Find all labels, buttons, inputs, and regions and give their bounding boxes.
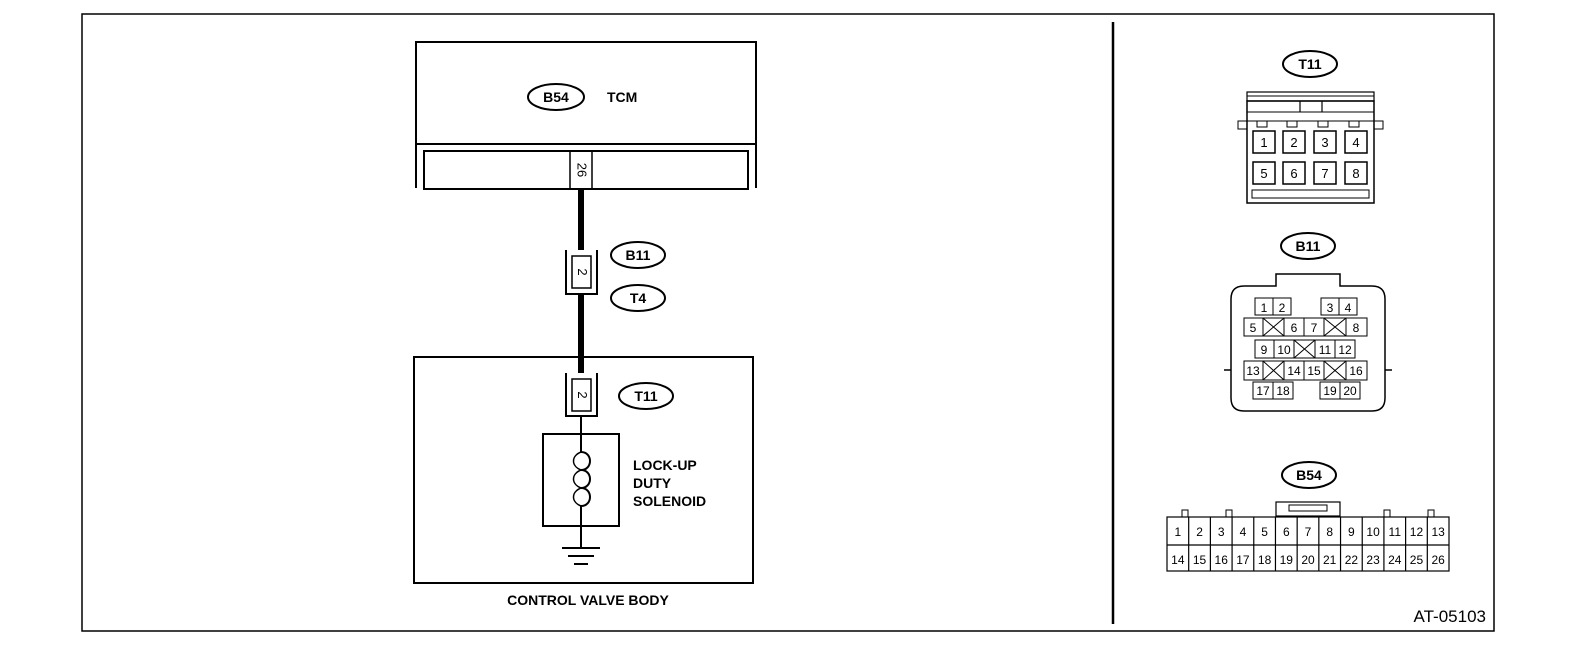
b11-pin-6: 6 (1291, 321, 1298, 335)
b54-pin-24: 24 (1388, 553, 1402, 567)
b54-pin-12: 12 (1410, 525, 1424, 539)
b54-pin-26: 26 (1431, 553, 1445, 567)
b11-pin-8: 8 (1353, 321, 1360, 335)
harness-pin-number: 2 (575, 268, 590, 275)
t11-pin-2: 2 (1290, 135, 1297, 150)
b54-pin-15: 15 (1193, 553, 1207, 567)
tcm-pin-number: 26 (575, 163, 590, 177)
figure-id: AT-05103 (1414, 607, 1486, 626)
b54-pin-19: 19 (1280, 553, 1294, 567)
b54-pin-23: 23 (1366, 553, 1380, 567)
coil-icon (580, 434, 591, 526)
b54-pin-18: 18 (1258, 553, 1272, 567)
b11-pin-3: 3 (1327, 301, 1334, 315)
b54-pin-13: 13 (1431, 525, 1445, 539)
b11-tag (610, 241, 666, 269)
b54-face-code: B54 (1296, 467, 1322, 483)
t11-code: T11 (634, 388, 658, 404)
control-valve-body: 2 T11 LOCK-UP DUTY SOLENOID (413, 356, 754, 584)
b11-pin-9: 9 (1261, 343, 1268, 357)
b54-pin-22: 22 (1345, 553, 1359, 567)
valve-body-label: CONTROL VALVE BODY (507, 592, 669, 608)
b11-pin-15: 15 (1307, 364, 1321, 378)
b54-pin-5: 5 (1261, 525, 1268, 539)
t4-code: T4 (630, 290, 647, 306)
b11-pin-20: 20 (1343, 384, 1357, 398)
t11-pin-1: 1 (1260, 135, 1267, 150)
b11-face-code: B11 (1296, 238, 1321, 254)
solenoid-label-line1: LOCK-UP (633, 457, 697, 473)
b11-pin-4: 4 (1345, 301, 1352, 315)
b54-pin-14: 14 (1171, 553, 1185, 567)
b54-pin-9: 9 (1348, 525, 1355, 539)
b11-pin-13: 13 (1246, 364, 1260, 378)
b54-pin-11: 11 (1389, 525, 1402, 539)
b11-pin-17: 17 (1256, 384, 1270, 398)
b54-pin-20: 20 (1301, 553, 1315, 567)
t11-pin-6: 6 (1290, 166, 1297, 181)
t11-pin-8: 8 (1352, 166, 1359, 181)
b11-pin-7: 7 (1311, 321, 1318, 335)
b54-pin-10: 10 (1366, 525, 1380, 539)
b11-face-tag (1280, 232, 1336, 260)
b54-pin-4: 4 (1240, 525, 1247, 539)
b11-pin-12: 12 (1338, 343, 1352, 357)
t11-tag (618, 382, 674, 410)
solenoid-label-line3: SOLENOID (633, 493, 706, 509)
valve-pin-number: 2 (575, 391, 590, 398)
tcm-connector-tag (527, 83, 585, 111)
t11-pin-5: 5 (1260, 166, 1267, 181)
t11-pin-7: 7 (1321, 166, 1328, 181)
solenoid-label-line2: DUTY (633, 475, 672, 491)
t11-pin-4: 4 (1352, 135, 1359, 150)
b11-code: B11 (626, 247, 651, 263)
b54-pin-6: 6 (1283, 525, 1290, 539)
b11-pin-14: 14 (1287, 364, 1301, 378)
tcm-connector-code: B54 (543, 89, 569, 105)
b54-pin-8: 8 (1326, 525, 1333, 539)
ground-icon (562, 547, 600, 565)
t11-pin-3: 3 (1321, 135, 1328, 150)
b11-pin-5: 5 (1250, 321, 1257, 335)
b54-pin-7: 7 (1305, 525, 1312, 539)
b54-pin-1: 1 (1175, 525, 1182, 539)
b11-pin-18: 18 (1276, 384, 1290, 398)
tcm-unit: 26 B54 TCM (415, 41, 757, 190)
b11-pin-2: 2 (1279, 301, 1286, 315)
b54-pin-25: 25 (1410, 553, 1424, 567)
t11-face-code: T11 (1298, 56, 1322, 72)
t11-connector-face: T11 1 2 3 4 5 6 7 8 (1237, 50, 1384, 204)
b54-pin-21: 21 (1323, 553, 1337, 567)
b11-pin-1: 1 (1261, 301, 1268, 315)
b11-pin-11: 11 (1319, 343, 1332, 357)
b54-face-tag (1281, 461, 1337, 489)
b54-pin-17: 17 (1236, 553, 1250, 567)
b11-connector-face: B11 (1224, 232, 1392, 412)
t4-tag (610, 284, 666, 312)
b54-pin-3: 3 (1218, 525, 1225, 539)
tcm-label: TCM (607, 89, 637, 105)
b11-pin-10: 10 (1277, 343, 1291, 357)
t11-face-tag (1282, 50, 1338, 78)
b54-pin-2: 2 (1196, 525, 1203, 539)
b11-pin-16: 16 (1349, 364, 1363, 378)
harness-connector: 2 B11 T4 (565, 241, 666, 312)
b54-pin-16: 16 (1215, 553, 1229, 567)
b11-pin-19: 19 (1323, 384, 1337, 398)
figure-frame (81, 13, 1495, 632)
